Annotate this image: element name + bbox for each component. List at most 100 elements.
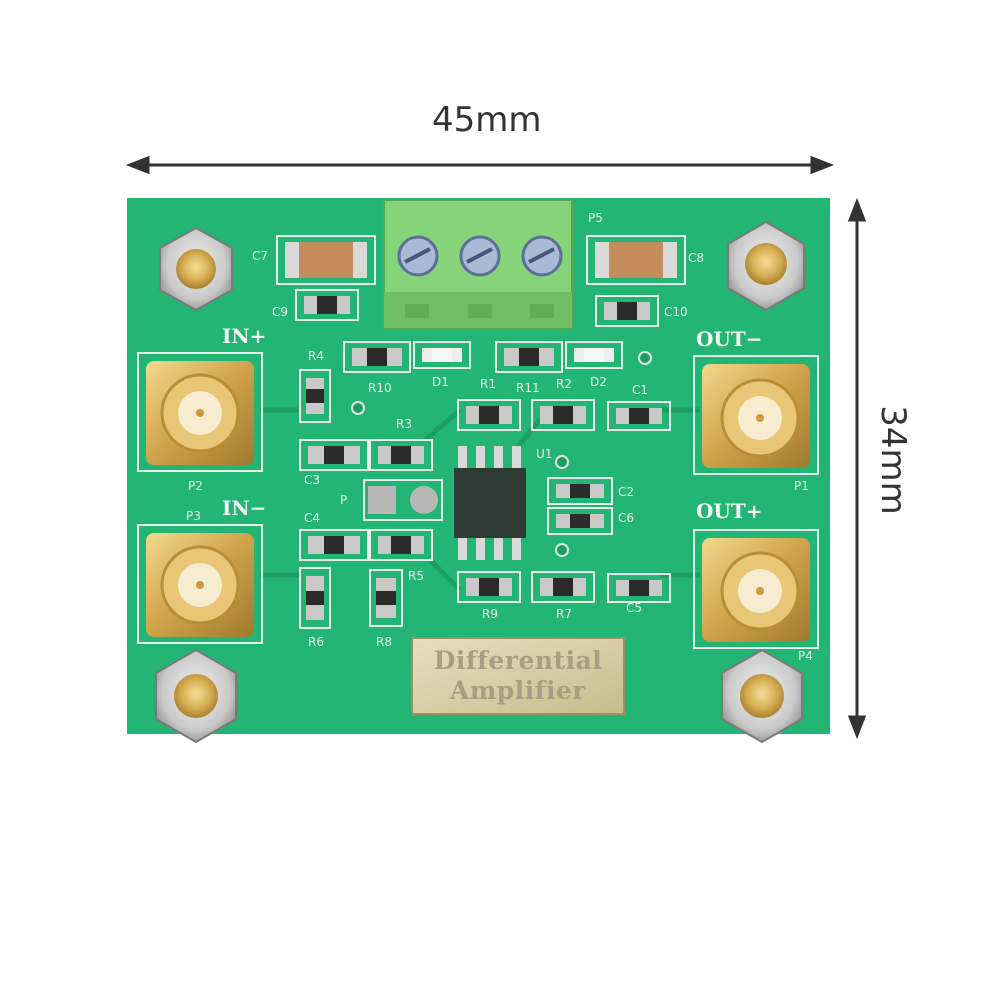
width-dimension-label: 45mm xyxy=(432,100,542,140)
smd-center xyxy=(570,484,590,498)
ref-d2: D2 xyxy=(590,375,607,389)
smd-outline xyxy=(547,507,613,535)
mounting-nut-top-right xyxy=(727,220,805,312)
smd-center xyxy=(519,348,539,366)
smd-center xyxy=(376,591,396,605)
smd-center xyxy=(629,580,649,596)
width-dimension-arrow xyxy=(125,155,835,175)
capacitor-c8 xyxy=(586,235,686,285)
ref-c6: C6 xyxy=(618,511,634,525)
smd-center xyxy=(306,389,324,403)
smd-center xyxy=(553,406,573,424)
ref-r11: R11 xyxy=(516,381,540,395)
smd-outline xyxy=(299,567,331,629)
smd-center xyxy=(479,406,499,424)
ref-c4: C4 xyxy=(304,511,320,525)
sma-connector-out-minus xyxy=(693,355,819,475)
plate-line-2: Amplifier xyxy=(449,676,587,705)
smd-outline xyxy=(369,529,433,561)
smd-center xyxy=(317,296,337,314)
name-plate-background xyxy=(411,637,625,715)
ref-u1: U1 xyxy=(536,447,552,461)
smd-outline xyxy=(607,573,671,603)
smd-outline xyxy=(457,571,521,603)
smd-center xyxy=(324,446,344,464)
screw-terminal-block xyxy=(383,199,573,329)
smd-outline xyxy=(413,341,471,369)
label-in-minus: IN− xyxy=(222,496,266,520)
ref-d1: D1 xyxy=(432,375,449,389)
smd-outline xyxy=(565,341,623,369)
ref-c5: C5 xyxy=(626,601,642,615)
ref-p3: P3 xyxy=(186,509,201,523)
smd-center xyxy=(584,348,604,362)
ref-c8: C8 xyxy=(688,251,704,265)
smd-center xyxy=(553,578,573,596)
smd-center xyxy=(629,408,649,424)
ref-p5: P5 xyxy=(588,211,603,225)
ref-r1: R1 xyxy=(480,377,496,391)
mounting-nut-bottom-right xyxy=(721,648,803,744)
ref-p: P xyxy=(340,493,347,507)
smd-center xyxy=(570,514,590,528)
label-out-minus: OUT− xyxy=(696,327,763,351)
ref-r9: R9 xyxy=(482,607,498,621)
smd-components xyxy=(295,289,671,629)
smd-center xyxy=(617,302,637,320)
ref-c7: C7 xyxy=(252,249,268,263)
jumper-pads-p xyxy=(363,479,443,521)
smd-center xyxy=(391,536,411,554)
label-in-plus: IN+ xyxy=(222,324,266,348)
mounting-nut-top-left xyxy=(159,226,233,312)
mounting-nut-bottom-left xyxy=(155,648,237,744)
ic-u1 xyxy=(454,446,526,560)
ref-p1: P1 xyxy=(794,479,809,493)
ref-c3: C3 xyxy=(304,473,320,487)
ref-c9: C9 xyxy=(272,305,288,319)
smd-outline xyxy=(299,529,369,561)
vias xyxy=(351,351,652,557)
ref-p2: P2 xyxy=(188,479,203,493)
ref-c2: C2 xyxy=(618,485,634,499)
smd-outline xyxy=(299,369,331,423)
smd-outline xyxy=(299,439,369,471)
smd-center xyxy=(391,446,411,464)
sma-connector-in-plus xyxy=(137,352,263,472)
sma-connector-in-minus xyxy=(137,524,263,644)
smd-outline xyxy=(531,571,595,603)
smd-outline xyxy=(457,399,521,431)
capacitor-c7 xyxy=(276,235,376,285)
smd-outline xyxy=(295,289,359,321)
name-plate: Differential Amplifier xyxy=(412,638,624,714)
smd-outline xyxy=(607,401,671,431)
ref-r10: R10 xyxy=(368,381,392,395)
ref-c1: C1 xyxy=(632,383,648,397)
smd-center xyxy=(479,578,499,596)
smd-center xyxy=(306,591,324,605)
ref-r8: R8 xyxy=(376,635,392,649)
ref-r7: R7 xyxy=(556,607,572,621)
smd-outline xyxy=(343,341,411,373)
label-out-plus: OUT+ xyxy=(696,499,763,523)
ref-r5: R5 xyxy=(408,569,424,583)
ref-r2: R2 xyxy=(556,377,572,391)
ref-r4: R4 xyxy=(308,349,324,363)
smd-outline xyxy=(547,477,613,505)
smd-outline xyxy=(595,295,659,327)
smd-outline xyxy=(369,569,403,627)
smd-center xyxy=(324,536,344,554)
sma-connector-out-plus xyxy=(693,529,819,649)
smd-outline xyxy=(531,399,595,431)
height-dimension-arrow xyxy=(847,197,867,740)
plate-line-1: Differential xyxy=(433,646,603,675)
smd-center xyxy=(432,348,452,362)
smd-outline xyxy=(369,439,433,471)
smd-center xyxy=(367,348,387,366)
ref-p4: P4 xyxy=(798,649,813,663)
smd-outline xyxy=(495,341,563,373)
ref-c10: C10 xyxy=(664,305,688,319)
ref-r6: R6 xyxy=(308,635,324,649)
ref-r3: R3 xyxy=(396,417,412,431)
